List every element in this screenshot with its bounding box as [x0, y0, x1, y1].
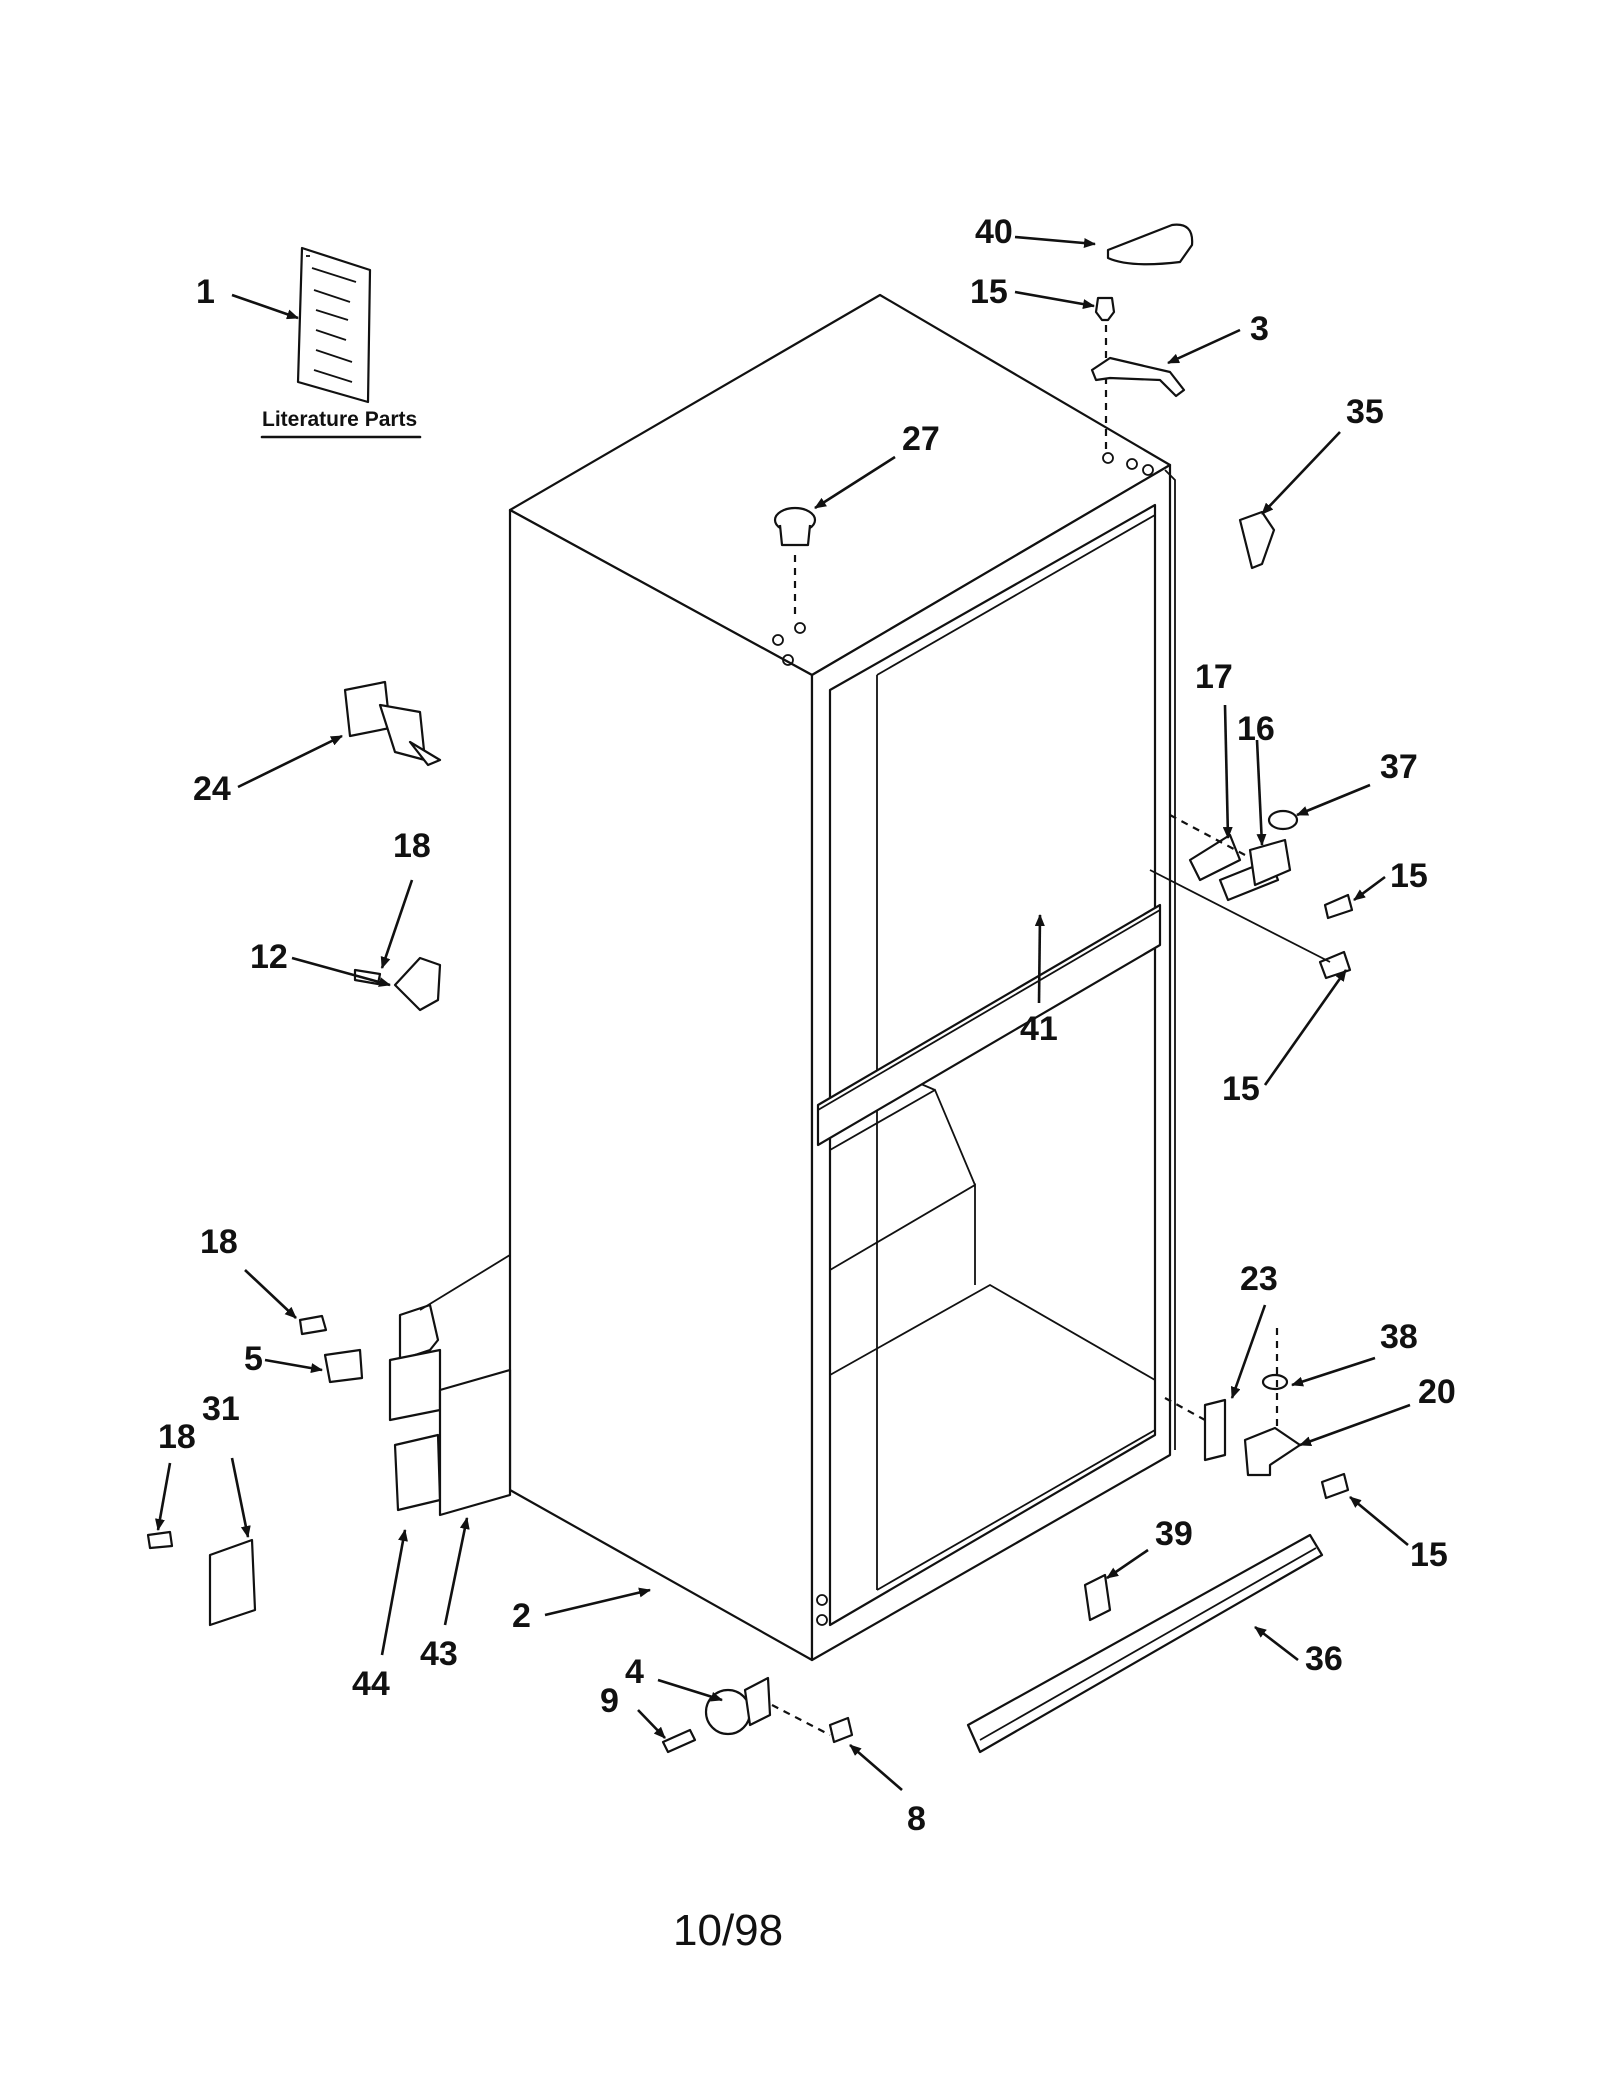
callout-23: 23 [1240, 1260, 1278, 1298]
roller-pin [661, 1728, 697, 1754]
literature-caption: Literature Parts [262, 408, 417, 431]
hinge-cover-small [1238, 510, 1276, 570]
callout-31: 31 [202, 1390, 240, 1428]
callout-44: 44 [352, 1665, 390, 1703]
callout-2: 2 [512, 1597, 531, 1635]
callout-41: 41 [1020, 1010, 1058, 1048]
callout-24: 24 [193, 770, 231, 808]
callout-labels: 1 2 3 4 5 8 9 12 15 15 15 15 16 17 18 18… [158, 213, 1456, 1838]
screw-top [1094, 296, 1116, 322]
cabinet-body [508, 293, 1176, 1662]
callout-18-mid: 18 [200, 1223, 238, 1261]
callout-3: 3 [1250, 310, 1269, 348]
callout-15-bottom: 15 [1410, 1536, 1448, 1574]
top-hinge [1090, 356, 1186, 398]
date-code: 10/98 [673, 1906, 783, 1955]
callout-18-top: 18 [393, 827, 431, 865]
literature-booklet: Literature Parts [260, 246, 422, 439]
left-hinge-assembly [298, 1254, 511, 1512]
washer-37 [1267, 809, 1299, 831]
hinge-shim [1203, 1398, 1227, 1462]
callout-27: 27 [902, 420, 940, 458]
hinge-cover [1106, 223, 1194, 266]
top-plug [773, 506, 817, 620]
callout-9: 9 [600, 1682, 619, 1720]
hinge-cover-left [208, 1538, 257, 1627]
callout-37: 37 [1380, 748, 1418, 786]
callout-8: 8 [907, 1800, 926, 1838]
screw-right-mid-a [1323, 893, 1354, 920]
callout-18-bottom: 18 [158, 1418, 196, 1456]
callout-1: 1 [196, 273, 215, 311]
washer-38 [1261, 1373, 1289, 1391]
screw-31 [146, 1530, 174, 1550]
callout-16: 16 [1237, 710, 1275, 748]
callout-39: 39 [1155, 1515, 1193, 1553]
front-roller [704, 1676, 831, 1736]
callout-15-top: 15 [970, 273, 1008, 311]
callout-40: 40 [975, 213, 1013, 251]
callout-38: 38 [1380, 1318, 1418, 1356]
callout-43: 43 [420, 1635, 458, 1673]
grille-clip [1083, 1573, 1112, 1622]
handle-bracket [393, 956, 442, 1012]
middle-hinge [1169, 814, 1292, 902]
base-grille [966, 1533, 1324, 1754]
callout-5: 5 [244, 1340, 263, 1378]
door-stop-pin [343, 680, 442, 767]
callout-20: 20 [1418, 1373, 1456, 1411]
callout-35: 35 [1346, 393, 1384, 431]
roller-screw [828, 1716, 854, 1744]
callout-15-mid-b: 15 [1222, 1070, 1260, 1108]
callout-36: 36 [1305, 1640, 1343, 1678]
screw-right-mid-b [1318, 950, 1352, 980]
leader-lines [155, 235, 1411, 1791]
callout-4: 4 [625, 1653, 644, 1691]
callout-15-mid-a: 15 [1390, 857, 1428, 895]
bottom-hinge [1243, 1426, 1302, 1477]
callout-12: 12 [250, 938, 288, 976]
insulation-pad [438, 1368, 512, 1517]
screw-bottom-right [1320, 1472, 1350, 1500]
divider-bar [816, 903, 1162, 1147]
callout-17: 17 [1195, 658, 1233, 696]
